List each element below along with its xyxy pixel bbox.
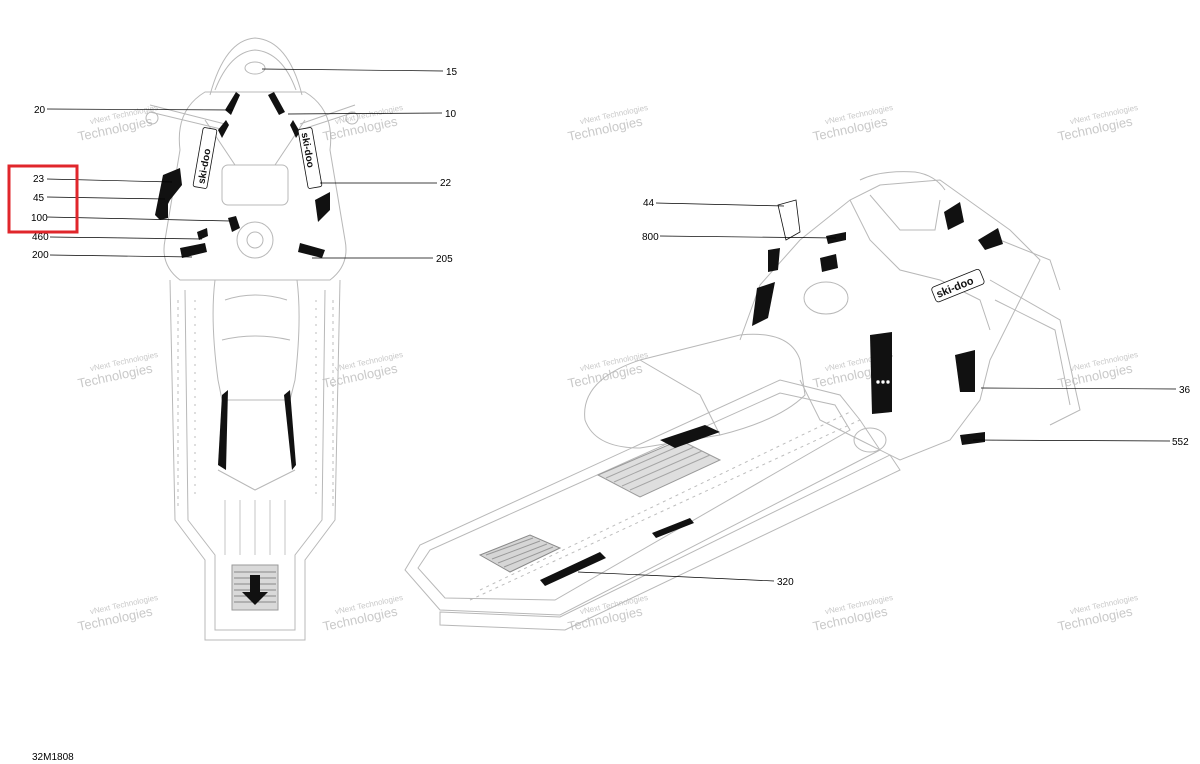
callout-36[interactable]: 36 xyxy=(1179,385,1191,396)
callout-44[interactable]: 44 xyxy=(643,198,655,209)
watermark: vNext Technologies Technologies xyxy=(76,593,158,634)
watermark: vNext Technologies Technologies xyxy=(566,593,648,634)
callout-320[interactable]: 320 xyxy=(777,577,794,588)
ski-doo-decal-hood: ski-doo xyxy=(931,268,985,303)
callout-45[interactable]: 45 xyxy=(33,193,45,204)
callout-460[interactable]: 460 xyxy=(32,232,49,243)
callout-800[interactable]: 800 xyxy=(642,232,659,243)
callout-10[interactable]: 10 xyxy=(445,109,457,120)
watermark: vNext Technologies Technologies xyxy=(76,350,158,391)
callout-205[interactable]: 205 xyxy=(436,254,453,265)
figure-code: 32M1808 xyxy=(32,752,74,763)
callout-22[interactable]: 22 xyxy=(440,178,452,189)
callout-labels: 15 20 10 23 22 45 100 460 200 205 44 800… xyxy=(31,67,1191,588)
callout-552[interactable]: 552 xyxy=(1172,437,1189,448)
snowmobile-top-view: ski-doo ski-doo xyxy=(145,37,359,641)
watermark: vNext Technologies Technologies xyxy=(321,103,403,144)
snowmobile-perspective-view: ski-doo xyxy=(404,171,1081,631)
watermark: vNext Technologies Technologies xyxy=(1056,103,1138,144)
callout-200[interactable]: 200 xyxy=(32,250,49,261)
highlight-box xyxy=(7,164,79,234)
watermark: vNext Technologies Technologies xyxy=(811,593,893,634)
ski-doo-decal-right: ski-doo xyxy=(297,127,323,189)
watermark: vNext Technologies Technologies xyxy=(321,593,403,634)
watermark: vNext Technologies Technologies xyxy=(566,103,648,144)
watermark: vNext Technologies Technologies xyxy=(566,350,648,391)
ski-doo-decal-left: ski-doo xyxy=(192,127,218,189)
watermark: vNext Technologies Technologies xyxy=(811,103,893,144)
leader-lines xyxy=(46,68,1177,582)
watermark-layer: vNext Technologies Technologies vNext Te… xyxy=(76,103,1138,634)
callout-100[interactable]: 100 xyxy=(31,213,48,224)
callout-20[interactable]: 20 xyxy=(34,105,46,116)
callout-15[interactable]: 15 xyxy=(446,67,458,78)
callout-23[interactable]: 23 xyxy=(33,174,45,185)
watermark: vNext Technologies Technologies xyxy=(1056,593,1138,634)
